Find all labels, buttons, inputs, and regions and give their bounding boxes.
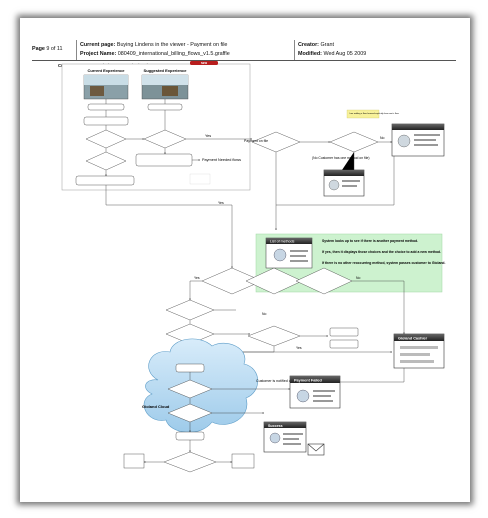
no-label: No <box>262 312 266 316</box>
payment-failed-window: Payment Failed <box>289 375 341 409</box>
confirm-purchase-dialog <box>323 169 365 197</box>
header-divider <box>294 40 295 60</box>
decision-node <box>165 299 215 321</box>
creator-field: Creator: Grant <box>298 42 334 48</box>
flow-step <box>329 327 359 337</box>
gioland-cloud-label: Gioland Cloud <box>142 404 170 409</box>
flow-step <box>329 339 359 349</box>
flow-step <box>87 103 125 111</box>
new-badge <box>190 61 218 65</box>
flow-step <box>123 453 145 469</box>
payment-needed-label: Payment Needed flows <box>202 158 241 162</box>
email-envelope-icon <box>307 443 325 456</box>
header-divider <box>76 40 77 60</box>
success-window: Success <box>263 421 307 453</box>
current-page-field: Current page: Buying Lindens in the view… <box>80 42 228 48</box>
success-title: Success <box>268 424 283 428</box>
yes-label: Yes <box>218 201 224 205</box>
payment-on-file-label: Payment on file <box>244 139 268 143</box>
flow-step <box>83 116 129 126</box>
flow-step <box>135 153 193 167</box>
flow-step <box>75 175 135 186</box>
gioland-cashier-title: Gioland Cashier <box>398 337 428 341</box>
project-name-field: Project Name: 080409_international_billi… <box>80 51 230 57</box>
payment-needed-node <box>189 173 211 185</box>
flow-step <box>147 103 183 111</box>
sticky-note <box>346 109 380 119</box>
decision-node <box>245 267 303 295</box>
gioland-cloud <box>143 338 259 432</box>
payment-failed-title: Payment Failed <box>294 379 323 383</box>
payment-method-dialog <box>391 123 445 157</box>
decision-node <box>295 267 353 295</box>
no-label: No <box>380 136 385 140</box>
suggested-experience-heading: Suggested Experience <box>144 68 188 73</box>
page-number: Page 9 of 11 <box>32 46 63 52</box>
page-header: Page 9 of 11 Current page: Buying Linden… <box>32 40 456 61</box>
header-rule <box>32 60 456 61</box>
no-label: No <box>356 276 360 280</box>
modified-field: Modified: Wed Aug 05 2009 <box>298 51 367 57</box>
method-info-line-3: If there is no other reoccurring method,… <box>322 261 445 265</box>
method-info-line-1: System looks up to see if there is anoth… <box>322 239 418 243</box>
no-customer-note: (No Customer has one method on file) <box>312 156 369 160</box>
yes-label: Yes <box>296 346 302 350</box>
list-of-methods-title: List of methods <box>270 240 295 244</box>
experience-comparison-panel: NEW Current Experience Suggested Experie… <box>61 61 251 191</box>
gioland-cashier-window: Gioland Cashier <box>393 333 445 369</box>
yes-label: Yes <box>205 134 211 138</box>
current-experience-heading: Current Experience <box>88 68 126 73</box>
method-info-line-2: If yes, then it displays those choices a… <box>322 250 441 254</box>
flow-step <box>231 453 255 469</box>
new-badge-label: NEW <box>201 61 208 65</box>
yes-label: Yes <box>194 276 200 280</box>
decision-node <box>201 267 263 295</box>
sticky-note-text: I am adding a flow forward explicitly fr… <box>349 112 399 115</box>
decision-node <box>247 325 301 347</box>
decision-node <box>163 451 217 473</box>
flow-step <box>175 431 205 441</box>
decision-node <box>329 131 379 153</box>
